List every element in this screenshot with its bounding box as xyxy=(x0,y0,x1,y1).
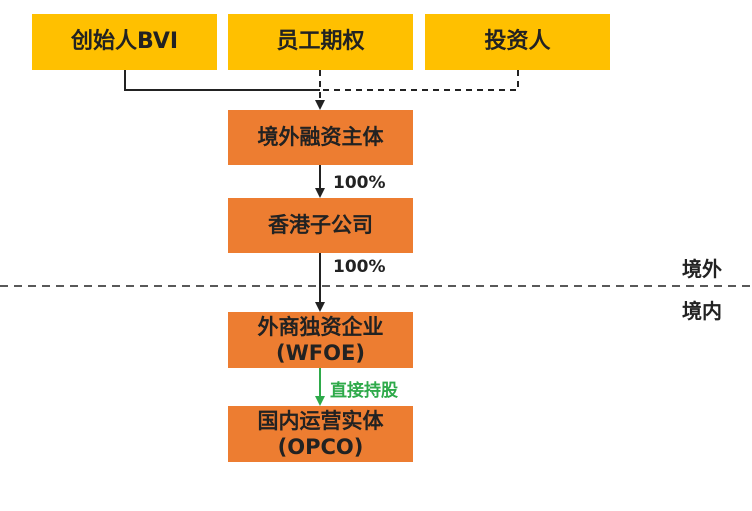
offshore-financing-entity-label: 境外融资主体 xyxy=(257,125,384,150)
founder-bvi-label: 创始人BVI xyxy=(70,29,179,55)
hk-subsidiary-box: 香港子公司 xyxy=(228,198,413,253)
opco-box: 国内运营实体 (OPCO) xyxy=(228,406,413,462)
investors-box: 投资人 xyxy=(425,14,610,70)
onshore-region-label: 境内 xyxy=(682,299,722,323)
offshore-region-label: 境外 xyxy=(682,257,722,281)
wfoe-label: 外商独资企业 xyxy=(257,314,384,339)
investors-label: 投资人 xyxy=(484,29,551,55)
employee-options-box: 员工期权 xyxy=(228,14,413,70)
opco-sub-label: (OPCO) xyxy=(277,435,364,459)
employee-options-label: 员工期权 xyxy=(276,29,365,55)
hk-subsidiary-label: 香港子公司 xyxy=(268,213,373,238)
investor-connector xyxy=(320,70,519,91)
founder-connector xyxy=(124,70,320,91)
hk-share-label: 100% xyxy=(333,173,386,193)
founder-bvi-box: 创始人BVI xyxy=(32,14,217,70)
wfoe-sub-label: (WFOE) xyxy=(276,341,365,365)
offshore-financing-entity-box: 境外融资主体 xyxy=(228,110,413,165)
wfoe-share-label: 100% xyxy=(333,257,386,277)
direct-holding-label: 直接持股 xyxy=(330,381,398,401)
opco-label: 国内运营实体 xyxy=(257,408,384,433)
wfoe-box: 外商独资企业 (WFOE) xyxy=(228,312,413,368)
